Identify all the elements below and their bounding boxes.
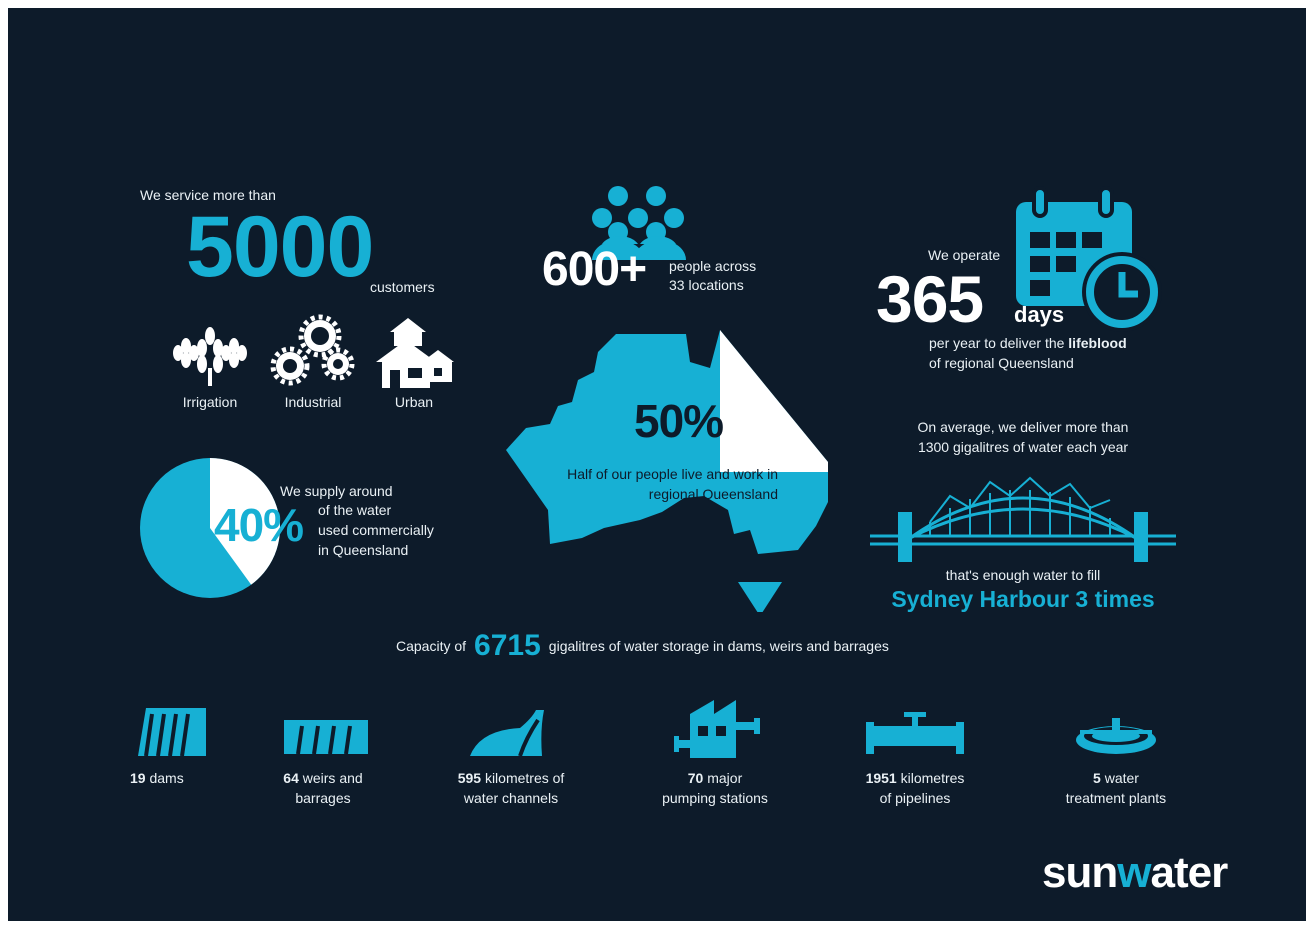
people-line1: people across [669,258,757,274]
delivery-highlight: Sydney Harbour 3 times [891,586,1155,612]
operate-line1: per year to deliver the lifeblood [929,334,1127,353]
supply-pie-chart [140,458,280,598]
weir-icon [284,720,368,754]
sunwater-logo: sunwater [1042,848,1228,898]
sector-label-irrigation: Irrigation [182,394,238,410]
asset-pipelines-number: 1951 [865,770,897,786]
customers-unit: customers [370,279,435,295]
map-line2: regional Queensland [648,486,778,502]
logo-part1: sun [1042,848,1118,897]
supply-line2: of the water [318,502,392,518]
asset-dams-number: 19 [130,770,146,786]
supply-line3: used commercially [318,522,434,538]
delivery-line3: that's enough water to fill [945,567,1101,583]
capacity-line: Capacity of 6715 gigalitres of water sto… [396,626,889,666]
sector-label-urban: Urban [394,394,434,410]
operate-number: 365 [876,262,984,336]
capacity-number: 6715 [474,629,541,662]
asset-channels-line2: water channels [463,790,559,806]
gears-icon [270,314,355,386]
asset-treatment: 5 water treatment plants [1038,768,1194,808]
asset-pipelines: 1951 kilometres of pipelines [840,768,990,808]
tasmania [738,582,782,612]
logo-part2: w [1117,848,1151,897]
pumping-station-icon [674,700,760,758]
customers-intro: We service more than [140,187,276,203]
asset-treatment-number: 5 [1093,770,1101,786]
asset-weirs-text: weirs and [302,770,363,786]
pipeline-icon [866,712,964,754]
delivery-line2: 1300 gigalitres of water each year [917,439,1129,455]
delivery-line1: On average, we deliver more than [917,419,1129,435]
asset-channels-text: kilometres of [484,770,565,786]
asset-pumping-text: major [707,770,743,786]
channel-icon [470,710,544,756]
map-caption: Half of our people live and work in regi… [552,464,778,504]
asset-pumping: 70 major pumping stations [640,768,790,808]
sector-label-industrial: Industrial [284,394,342,410]
operate-line1-text: per year to deliver the [929,335,1065,351]
wheat-icon [173,327,247,386]
asset-dams-text: dams [149,770,184,786]
australia-map [506,330,828,612]
harbour-bridge-icon [870,476,1176,562]
map-line1: Half of our people live and work in [567,466,778,482]
treatment-plant-icon [1076,718,1156,754]
capacity-prefix: Capacity of [396,638,467,654]
logo-part3: ater [1150,848,1228,897]
asset-weirs: 64 weirs and barrages [258,768,388,808]
supply-percent: 40% [214,499,304,551]
asset-treatment-text: water [1104,770,1139,786]
operate-intro: We operate [928,247,1001,263]
operate-line2: of regional Queensland [929,355,1074,371]
dam-icon [138,708,206,756]
infographic-panel: We service more than 5000 customers Irri… [8,8,1306,921]
asset-pumping-line2: pumping stations [662,790,768,806]
people-icon [592,186,686,260]
calendar-clock-icon [1016,186,1162,332]
asset-weirs-number: 64 [283,770,299,786]
houses-icon [376,318,454,388]
supply-line1: We supply around [280,483,393,499]
people-number: 600+ [542,243,647,296]
customers-number: 5000 [186,199,374,295]
map-percent: 50% [634,395,724,447]
asset-pipelines-line2: of pipelines [879,790,951,806]
asset-treatment-line2: treatment plants [1065,790,1167,806]
capacity-suffix: gigalitres of water storage in dams, wei… [548,638,889,654]
asset-channels-number: 595 [457,770,482,786]
supply-line4: in Queensland [318,542,409,558]
asset-pipelines-text: kilometres [900,770,965,786]
operate-line1-bold: lifeblood [1068,335,1127,351]
operate-unit: days [1014,302,1065,327]
asset-pumping-number: 70 [687,770,704,786]
asset-dams: 19 dams [130,768,210,788]
asset-channels: 595 kilometres of water channels [436,768,586,808]
queensland-highlight [720,330,828,472]
pie-slice-40-percent [210,458,280,585]
people-line2: 33 locations [669,277,744,293]
asset-weirs-line2: barrages [295,790,351,806]
